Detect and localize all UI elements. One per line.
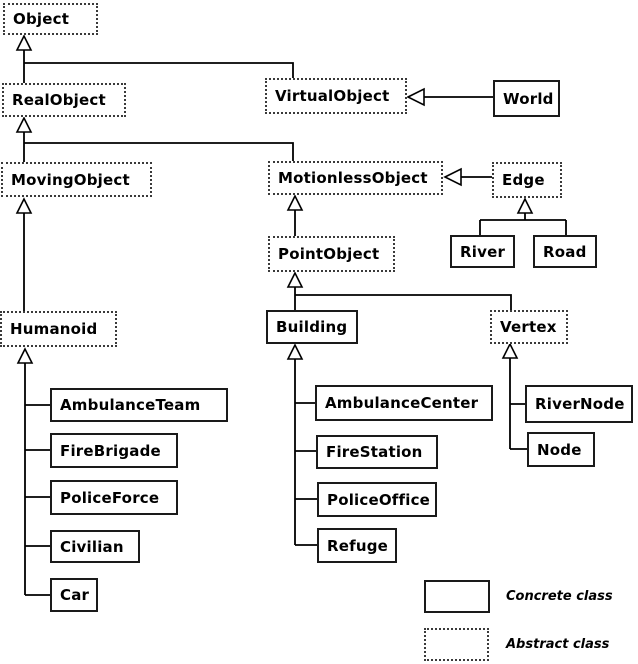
class-label: FireStation: [326, 443, 423, 461]
class-box-vertex: Vertex: [490, 310, 568, 344]
class-box-firestation: FireStation: [316, 435, 438, 469]
class-box-building: Building: [266, 310, 358, 344]
edge-children-to-building: [294, 359, 317, 546]
class-box-policeforce: PoliceForce: [50, 480, 178, 515]
class-box-node: Node: [527, 432, 595, 467]
class-label: Object: [13, 10, 70, 28]
class-box-humanoid: Humanoid: [0, 311, 117, 347]
class-label: RiverNode: [535, 395, 625, 413]
edge-children-to-humanoid: [24, 363, 50, 596]
class-box-pointobject: PointObject: [268, 236, 395, 272]
inheritance-triangle-motionlessobject: [286, 194, 304, 211]
edge-motionlessobject-to-realobject: [24, 142, 294, 161]
inheritance-triangle-pointobject: [286, 271, 304, 288]
class-label: World: [503, 89, 554, 108]
class-box-edge: Edge: [492, 162, 562, 198]
inheritance-triangle-vertex: [501, 342, 519, 359]
edge-children-to-vertex: [509, 358, 527, 450]
legend-concrete-swatch: [424, 580, 490, 613]
inheritance-triangle-realobject: [15, 116, 33, 133]
inheritance-triangle-motionlessobject-right: [443, 167, 462, 187]
inheritance-triangle-object: [15, 34, 33, 51]
class-label: MotionlessObject: [278, 169, 428, 187]
class-label: PoliceForce: [60, 488, 160, 507]
class-label: MovingObject: [11, 170, 130, 189]
inheritance-triangle-virtualobject: [406, 87, 425, 107]
inheritance-triangle-humanoid: [16, 347, 34, 364]
inheritance-triangle-edge: [516, 197, 534, 214]
class-label: Building: [276, 318, 348, 336]
class-box-virtualobject: VirtualObject: [265, 78, 407, 114]
class-box-ambulancecenter: AmbulanceCenter: [315, 385, 493, 421]
legend-abstract-swatch: [424, 628, 489, 661]
edge-river-road-to-edge: [479, 213, 567, 235]
class-label: Car: [60, 586, 90, 604]
class-box-firebrigade: FireBrigade: [50, 433, 178, 468]
inheritance-triangle-movingobject: [15, 197, 33, 214]
legend-abstract-label: Abstract class: [506, 637, 610, 652]
class-box-refuge: Refuge: [317, 528, 397, 563]
class-box-object: Object: [3, 3, 98, 35]
class-label: Vertex: [500, 318, 557, 336]
edge-building-vertex-to-pointobject: [294, 287, 512, 310]
class-box-river: River: [450, 235, 515, 268]
class-label: AmbulanceCenter: [325, 394, 479, 412]
class-label: RealObject: [12, 91, 106, 109]
class-box-world: World: [493, 80, 560, 117]
edge-virtualobject-to-object: [24, 62, 294, 78]
class-label: Edge: [502, 171, 545, 189]
class-label: VirtualObject: [275, 87, 390, 105]
class-label: Civilian: [60, 537, 124, 556]
class-box-realobject: RealObject: [2, 83, 126, 117]
class-box-rivernode: RiverNode: [525, 385, 633, 423]
class-box-movingobject: MovingObject: [1, 162, 152, 197]
class-label: FireBrigade: [60, 441, 161, 460]
class-label: Node: [537, 440, 582, 459]
class-box-civilian: Civilian: [50, 530, 140, 563]
class-box-car: Car: [50, 578, 98, 612]
class-label: PointObject: [278, 245, 380, 263]
class-label: Road: [543, 242, 587, 261]
class-box-policeoffice: PoliceOffice: [317, 482, 437, 517]
class-label: PoliceOffice: [327, 490, 431, 509]
class-label: Humanoid: [10, 320, 98, 338]
inheritance-triangle-building: [286, 343, 304, 360]
class-box-motionlessobject: MotionlessObject: [268, 161, 443, 195]
legend-concrete-label: Concrete class: [506, 589, 613, 604]
class-box-ambulanceteam: AmbulanceTeam: [50, 388, 228, 422]
class-box-road: Road: [533, 235, 597, 268]
class-label: Refuge: [327, 536, 389, 555]
class-label: River: [460, 242, 506, 261]
class-label: AmbulanceTeam: [60, 396, 201, 414]
